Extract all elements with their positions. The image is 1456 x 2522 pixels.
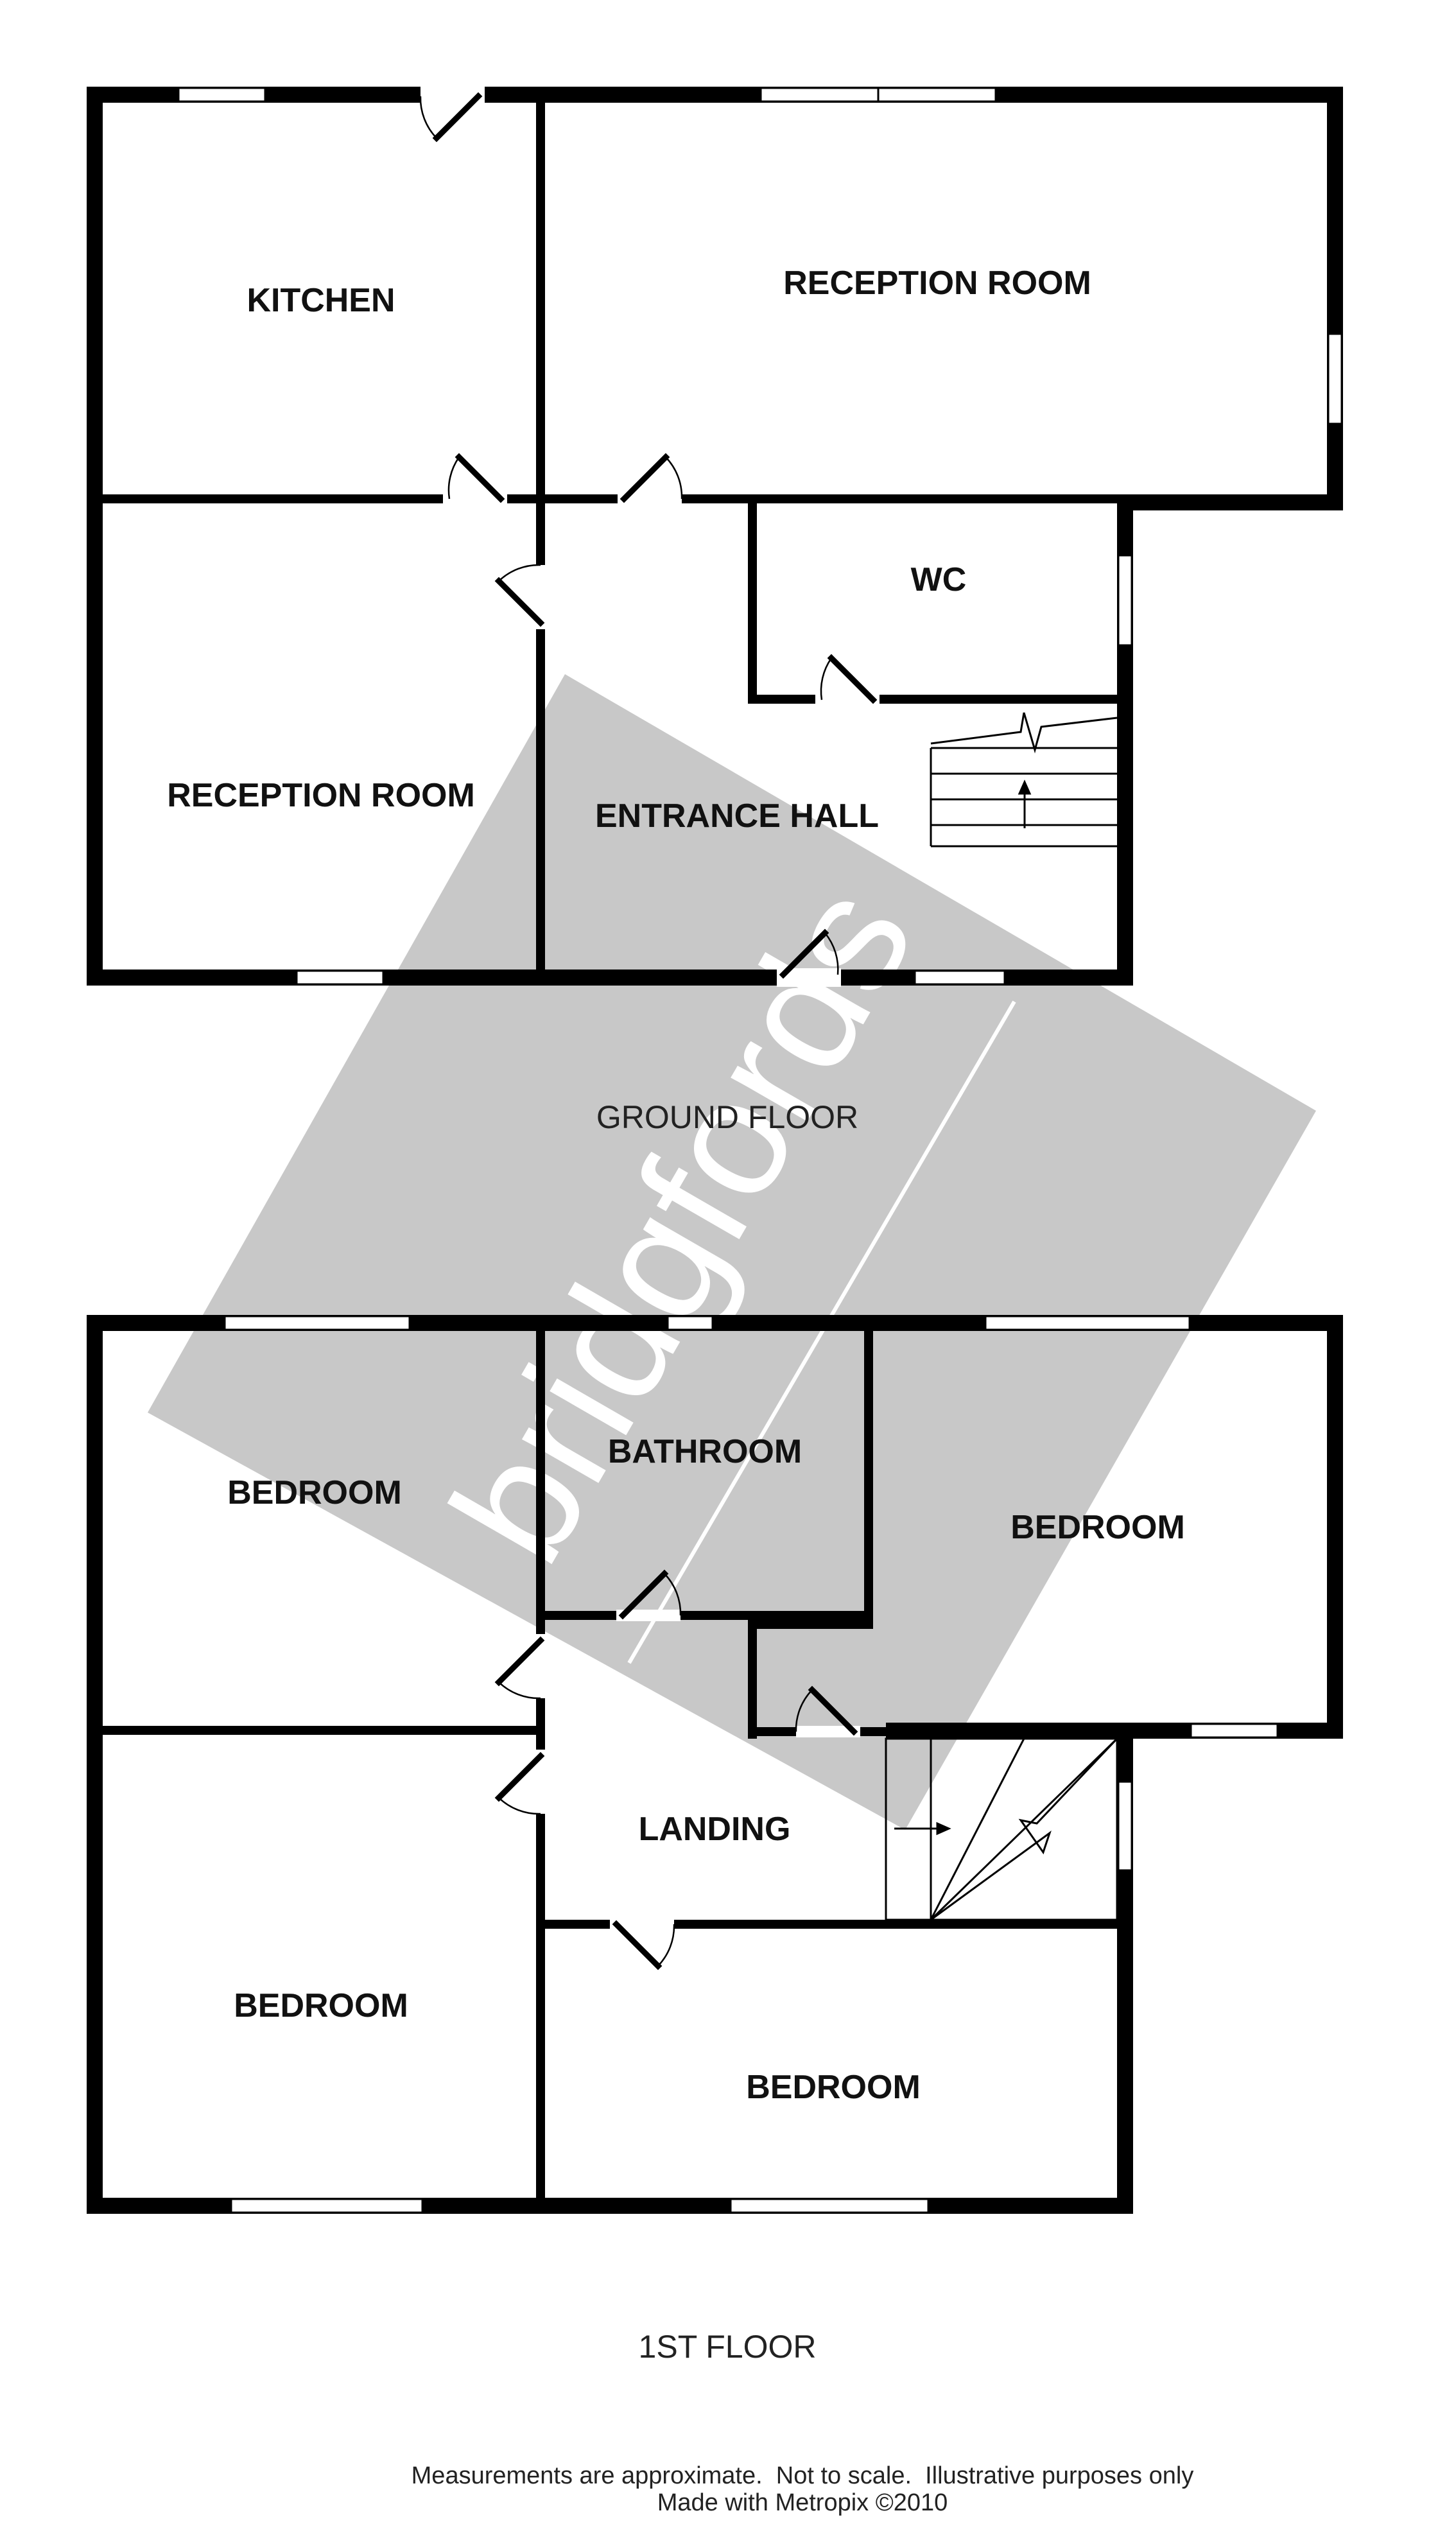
watermark: bridgfords bbox=[148, 674, 1316, 1830]
stair-arrow-head bbox=[1018, 779, 1032, 795]
room-label-bedroom-front-right: BEDROOM bbox=[746, 2069, 921, 2106]
door-leaf bbox=[612, 1920, 663, 1970]
window bbox=[230, 2198, 424, 2214]
wall bbox=[545, 1920, 1117, 1929]
door-swing bbox=[419, 96, 437, 139]
ground-floor-windows bbox=[177, 87, 1343, 986]
door-leaf bbox=[827, 654, 878, 704]
door-swing bbox=[657, 1924, 675, 1967]
window bbox=[223, 1315, 411, 1331]
door-gap bbox=[618, 493, 682, 505]
wall bbox=[748, 503, 757, 704]
window bbox=[1117, 554, 1133, 647]
room-label-wc: WC bbox=[911, 561, 967, 598]
floor-label-first: 1ST FLOOR bbox=[639, 2329, 817, 2365]
room-label-reception-front: RECEPTION ROOM bbox=[167, 777, 475, 814]
disclaimer-text: Measurements are approximate. Not to sca… bbox=[412, 2462, 1194, 2489]
door-gap bbox=[796, 1726, 860, 1737]
door-swing bbox=[665, 457, 683, 500]
watermark-diamond bbox=[148, 674, 1316, 1830]
wall bbox=[87, 1315, 103, 2214]
room-label-bedroom-rear-left: BEDROOM bbox=[227, 1474, 402, 1511]
door-leaf bbox=[432, 92, 483, 143]
window bbox=[729, 2198, 930, 2214]
door-leaf bbox=[618, 1569, 669, 1620]
wall bbox=[545, 1611, 873, 1620]
window bbox=[984, 1315, 1191, 1331]
ground-floor-doors bbox=[419, 85, 880, 987]
door-gap bbox=[443, 493, 507, 505]
wall bbox=[103, 494, 1117, 503]
first-floor-staircase bbox=[885, 1737, 1118, 1921]
stair-well bbox=[885, 1737, 1118, 1921]
room-label-kitchen: KITCHEN bbox=[247, 282, 395, 319]
room-label-entrance-hall: ENTRANCE HALL bbox=[595, 797, 879, 835]
window bbox=[759, 87, 880, 103]
door-gap bbox=[815, 693, 880, 705]
watermark-rule bbox=[627, 1000, 1016, 1664]
door-leaf bbox=[808, 1685, 858, 1736]
wall bbox=[1117, 494, 1343, 510]
wall bbox=[536, 103, 545, 970]
floor-label-ground: GROUND FLOOR bbox=[596, 1099, 858, 1135]
door-gap bbox=[535, 1750, 546, 1814]
stair-winder bbox=[930, 1737, 1118, 1921]
door-swing bbox=[795, 1689, 813, 1732]
stair-winder bbox=[930, 1738, 1025, 1920]
door-leaf bbox=[494, 577, 545, 627]
window bbox=[1117, 1780, 1133, 1872]
window bbox=[914, 970, 1006, 986]
door-leaf bbox=[494, 1636, 545, 1687]
window bbox=[177, 87, 266, 103]
door-leaf bbox=[620, 453, 670, 503]
credit-text: Made with Metropix ©2010 bbox=[657, 2489, 948, 2516]
door-gap bbox=[610, 1918, 674, 1930]
door-swing bbox=[498, 1797, 541, 1815]
door-swing bbox=[498, 1682, 541, 1700]
window bbox=[1327, 333, 1343, 425]
first-floor-windows bbox=[223, 1315, 1279, 2214]
window bbox=[877, 87, 997, 103]
wall bbox=[103, 1726, 536, 1735]
door-swing bbox=[498, 564, 541, 582]
window bbox=[666, 1315, 714, 1331]
wall bbox=[757, 1620, 873, 1629]
door-leaf bbox=[455, 453, 505, 503]
stair-arrow-head bbox=[936, 1822, 951, 1836]
door-leaf bbox=[494, 1752, 545, 1802]
wall bbox=[748, 1620, 757, 1739]
first-floor-doors bbox=[494, 1569, 860, 1970]
door-swing bbox=[664, 1573, 682, 1616]
ground-floor-staircase bbox=[930, 712, 1118, 848]
room-label-bedroom-rear-right: BEDROOM bbox=[1010, 1509, 1185, 1546]
wall bbox=[1327, 87, 1343, 510]
room-label-reception-rear: RECEPTION ROOM bbox=[783, 265, 1091, 302]
door-gap bbox=[616, 1610, 680, 1621]
stair-break-line bbox=[930, 1737, 1118, 1921]
window bbox=[295, 970, 385, 986]
window bbox=[1190, 1723, 1279, 1739]
stair-break-line bbox=[930, 712, 1118, 754]
room-label-bathroom: BATHROOM bbox=[608, 1433, 802, 1470]
wall bbox=[864, 1331, 873, 1620]
door-gap bbox=[535, 1634, 546, 1698]
door-leaf bbox=[779, 928, 829, 979]
wall bbox=[748, 695, 1117, 704]
wall bbox=[87, 87, 1343, 103]
wall bbox=[87, 87, 103, 986]
door-swing bbox=[824, 932, 839, 975]
wall bbox=[1327, 1315, 1343, 1739]
door-swing bbox=[820, 657, 833, 700]
room-label-landing: LANDING bbox=[639, 1811, 791, 1848]
door-gap bbox=[535, 565, 546, 629]
room-label-bedroom-front-left: BEDROOM bbox=[234, 1987, 408, 2024]
door-swing bbox=[447, 457, 460, 500]
